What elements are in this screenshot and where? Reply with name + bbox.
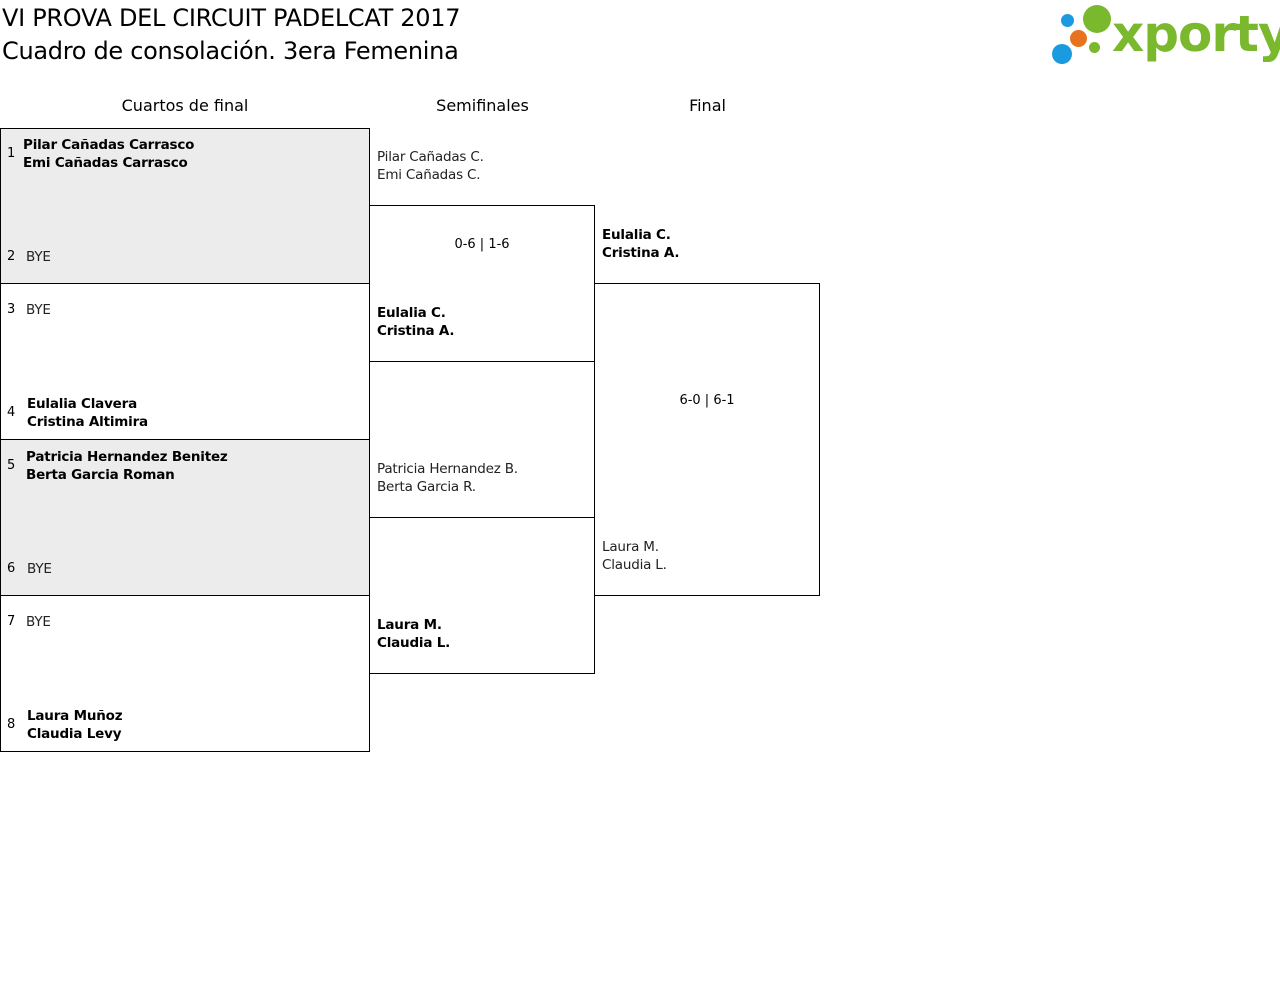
player-name: Pilar Cañadas Carrasco [23, 137, 195, 153]
final-player: Claudia L. [602, 557, 667, 573]
semifinal-score: 0-6 | 1-6 [454, 237, 510, 252]
seed-number: 7 [7, 614, 16, 629]
semifinal-player: Patricia Hernandez B. [377, 461, 518, 477]
semifinal-player: Eulalia C. [377, 305, 446, 321]
final-player: Laura M. [602, 539, 659, 555]
semifinal-player: Laura M. [377, 617, 442, 633]
final-match [594, 283, 820, 596]
logo-dot-orange [1070, 30, 1087, 47]
page-subtitle: Cuadro de consolación. 3era Femenina [2, 37, 459, 65]
xporty-logo[interactable]: xporty [1050, 4, 1280, 68]
logo-dot-blue-bottom [1052, 44, 1072, 64]
bye-label: BYE [26, 614, 51, 630]
seed-number: 1 [7, 146, 16, 161]
semifinal-player: Pilar Cañadas C. [377, 149, 484, 165]
player-name: Eulalia Clavera [27, 396, 138, 412]
semifinal-player: Emi Cañadas C. [377, 167, 481, 183]
bye-label: BYE [27, 561, 52, 577]
round-header-quarterfinals: Cuartos de final [121, 96, 249, 115]
semifinal-player: Berta Garcia R. [377, 479, 476, 495]
bye-label: BYE [26, 249, 51, 265]
quarterfinal-match-1 [0, 128, 370, 284]
final-player: Eulalia C. [602, 227, 671, 243]
player-name: Patricia Hernandez Benitez [26, 449, 228, 465]
player-name: Claudia Levy [27, 726, 122, 742]
page-title: VI PROVA DEL CIRCUIT PADELCAT 2017 [2, 4, 461, 32]
logo-dot-blue-top [1061, 14, 1074, 27]
logo-dot-green-large [1083, 5, 1111, 33]
player-name: Berta Garcia Roman [26, 467, 175, 483]
semifinal-player: Claudia L. [377, 635, 451, 651]
player-name: Cristina Altimira [27, 414, 148, 430]
seed-number: 2 [7, 249, 16, 264]
seed-number: 5 [7, 458, 16, 473]
logo-dot-green-small [1089, 42, 1100, 53]
round-header-semifinals: Semifinales [436, 96, 529, 115]
final-score: 6-0 | 6-1 [679, 393, 735, 408]
seed-number: 6 [7, 561, 16, 576]
player-name: Emi Cañadas Carrasco [23, 155, 188, 171]
quarterfinal-match-3 [0, 439, 370, 596]
bye-label: BYE [26, 302, 51, 318]
seed-number: 8 [7, 717, 16, 732]
round-header-final: Final [689, 96, 726, 115]
final-player: Cristina A. [602, 245, 680, 261]
logo-wordmark: xporty [1112, 5, 1280, 63]
seed-number: 4 [7, 405, 16, 420]
seed-number: 3 [7, 302, 16, 317]
semifinal-player: Cristina A. [377, 323, 455, 339]
player-name: Laura Muñoz [27, 708, 123, 724]
